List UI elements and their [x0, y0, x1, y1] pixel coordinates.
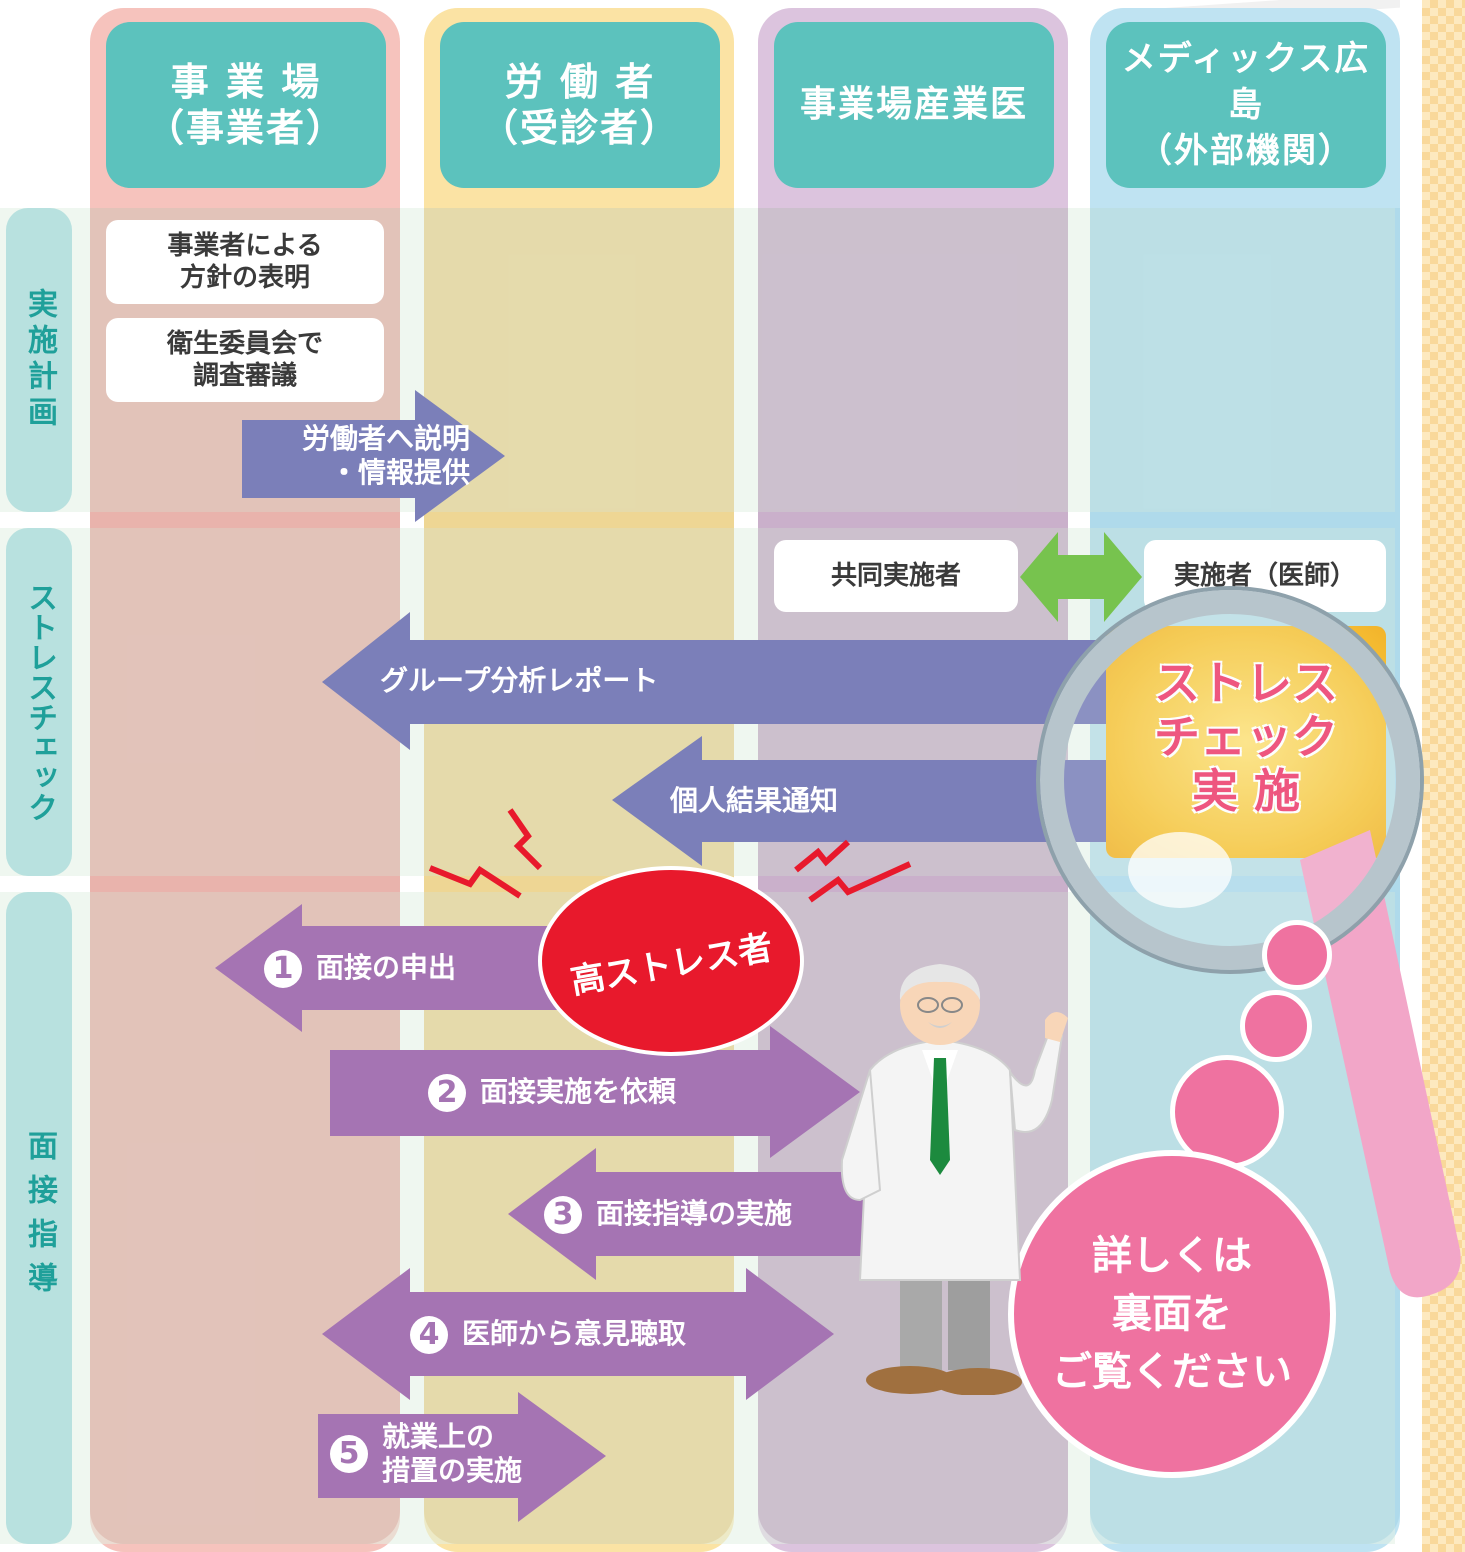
- step2-arrow: [330, 1026, 860, 1158]
- committee-box: 衛生委員会で 調査審議: [106, 318, 384, 402]
- step5-text: 就業上の 措置の実施: [382, 1420, 523, 1487]
- step1-text: 面接の申出: [316, 951, 457, 984]
- magnifier-icon: [1036, 586, 1461, 1298]
- step3-label: 3 面接指導の実施: [544, 1196, 792, 1234]
- step1-arrow: [215, 904, 560, 1032]
- step4-arrow: [322, 1268, 834, 1400]
- step3-arrow: [508, 1148, 880, 1280]
- column-header-external: メディックス広島 （外部機関）: [1106, 22, 1386, 188]
- high-stress-label: 高ストレス者: [567, 927, 776, 1002]
- co-implementer-double-arrow: [1020, 532, 1142, 622]
- column-header-doctor: 事業場産業医: [774, 22, 1054, 188]
- magnifier-handle: [1300, 830, 1461, 1298]
- step4-text: 医師から意見聴取: [462, 1317, 687, 1350]
- step5-arrow: [318, 1392, 606, 1522]
- phase-label-interview: 面接指導: [6, 892, 72, 1544]
- high-stress-badge: 高ストレス者: [538, 866, 804, 1056]
- stress-zigzag-right-2: [808, 861, 912, 903]
- doctor-illustration: [840, 964, 1068, 1395]
- step3-number: 3: [544, 1196, 582, 1234]
- column-header-employer: 事 業 場 （事業者）: [106, 22, 386, 188]
- co-implementer-box: 共同実施者: [774, 540, 1018, 612]
- step3-text: 面接指導の実施: [596, 1197, 793, 1230]
- stress-zigzag-left: [428, 865, 522, 899]
- column-header-worker: 労 働 者 （受診者）: [440, 22, 720, 188]
- stress-check-execute-label: ストレス チェック 実 施: [1106, 656, 1386, 818]
- details-callout[interactable]: 詳しくは 裏面を ご覧ください: [1008, 1150, 1336, 1478]
- phase-label-plan: 実施計画: [6, 208, 72, 512]
- step4-label: 4 医師から意見聴取: [410, 1316, 686, 1354]
- bubble-small: [1262, 920, 1332, 990]
- explain-arrow: [242, 390, 505, 522]
- bubble-medium: [1240, 990, 1312, 1062]
- step4-number: 4: [410, 1316, 448, 1354]
- individual-result-arrow: [612, 736, 1120, 866]
- group-report-label: グループ分析レポート: [380, 664, 659, 697]
- policy-statement-box: 事業者による 方針の表明: [106, 220, 384, 304]
- step1-label: 1 面接の申出: [264, 950, 456, 988]
- stress-check-execute-box: [1106, 626, 1386, 858]
- step5-number: 5: [330, 1435, 368, 1473]
- group-report-arrow: [322, 612, 1130, 750]
- step2-number: 2: [428, 1074, 466, 1112]
- step2-label: 2 面接実施を依頼: [428, 1074, 676, 1112]
- details-callout-text: 詳しくは 裏面を ご覧ください: [1052, 1233, 1292, 1395]
- explain-label: 労働者へ説明 ・情報提供: [301, 422, 470, 489]
- individual-result-label: 個人結果通知: [670, 784, 839, 817]
- stress-zigzag-right-1: [794, 839, 851, 873]
- stress-zigzag-top: [507, 808, 543, 871]
- step5-label: 5 就業上の 措置の実施: [330, 1420, 522, 1488]
- step1-number: 1: [264, 950, 302, 988]
- step2-text: 面接実施を依頼: [480, 1075, 677, 1108]
- phase-label-stress-check: ストレスチェック: [6, 528, 72, 876]
